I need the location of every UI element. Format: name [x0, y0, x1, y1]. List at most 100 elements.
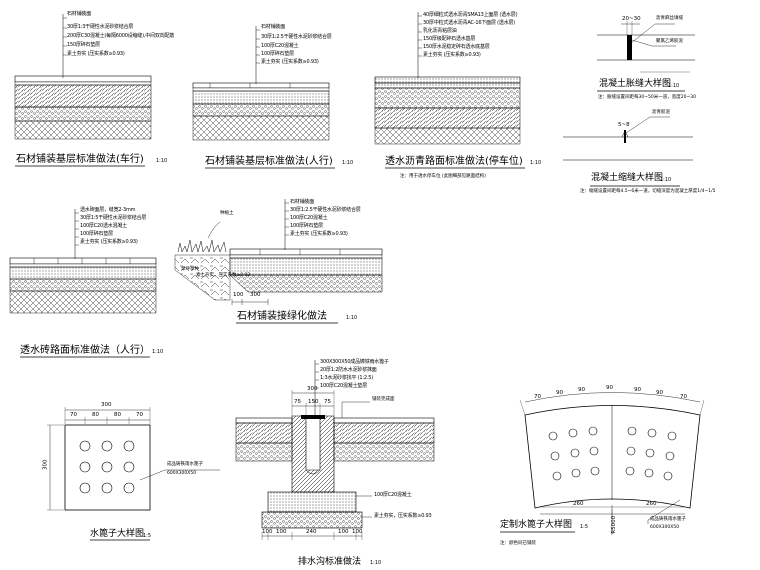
- d10-footnote: 注：颜色同已铺装: [500, 541, 536, 546]
- d6-layer-4: 100厚碎石垫层: [80, 231, 113, 237]
- d2-layer-3: 100厚C20混凝土: [261, 43, 299, 49]
- d3-section: [374, 12, 525, 169]
- d7-label-1: 种植土: [220, 211, 234, 216]
- d1-title: 石材铺装基层标准做法(车行): [16, 154, 144, 165]
- d9-bottom-dim-2: 100: [276, 529, 287, 535]
- d8-dim-4: 70: [136, 412, 143, 418]
- d9-title: 排水沟标准做法: [298, 557, 362, 567]
- d6-layer-1: 透水砖面层，缝宽2-3mm: [80, 207, 136, 213]
- d1-layer-5: 素土夯实 (压实系数≥0.93): [67, 51, 125, 57]
- d7-section: [174, 199, 383, 324]
- d10-top-dim-7: 70: [680, 394, 687, 400]
- d5-dim: 5~8: [618, 122, 630, 128]
- d3-layer-4: 150厚级配碎石透水基层: [423, 36, 476, 42]
- d9-layer-3: 1:3水泥砂浆找平 (1:2.5): [320, 375, 373, 381]
- d9-top-dim-1: 75: [294, 399, 301, 405]
- d8-label: 成品铸铁雨水篦子: [167, 462, 203, 467]
- d10-scale: 1:5: [580, 524, 589, 530]
- d4-note: 注：胀缝设置间距每30~50米一道，宽度20~30: [598, 95, 696, 100]
- d10-bottom-dim-1: 260: [573, 501, 584, 507]
- d2-layer-5: 素土夯实 (压实系数≥0.93): [261, 59, 319, 65]
- d7-layer-2: 30厚1:2.5干硬性水泥砂浆结合层: [290, 207, 361, 213]
- d1-scale: 1:10: [156, 158, 168, 164]
- d9-bottom-dim-1: 100: [262, 529, 273, 535]
- d4-section: [597, 21, 695, 92]
- d7-layer-3: 100厚C20混凝土: [290, 215, 328, 221]
- d6-layer-3: 100厚C20透水混凝土: [80, 223, 127, 229]
- d9-section: [235, 360, 435, 540]
- d10-title: 定制水篦子大样图: [500, 520, 573, 530]
- d10-section: [500, 392, 705, 535]
- d7-layer-5: 素土夯实 (压实系数≥0.93): [290, 231, 348, 237]
- d9-scale: 1:10: [370, 560, 382, 566]
- d2-layer-1: 石材铺装面: [261, 24, 286, 30]
- d9-top-dim-total: 300: [307, 386, 318, 392]
- d10-top-dim-2: 90: [556, 390, 563, 396]
- d7-scale: 1:10: [346, 315, 358, 321]
- d8-size: 600X300X50: [167, 471, 197, 476]
- d2-layer-4: 100厚碎石垫层: [261, 51, 294, 57]
- d8-dim-1: 70: [70, 412, 77, 418]
- d5-label-1: 沥青胶泥: [652, 110, 670, 115]
- d4-title: 混凝土胀缝大样图: [599, 79, 672, 89]
- d4-label-2: 聚氯乙烯胶泥: [656, 39, 683, 44]
- d3-layer-5: 150厚水泥稳定碎石透水底基层: [423, 44, 490, 50]
- d6-layer-5: 素土夯实 (压实系数≥0.93): [80, 239, 138, 245]
- d8-dim-3: 80: [114, 412, 121, 418]
- d10-top-dim-1: 70: [534, 394, 541, 400]
- d7-dim-1: 100: [233, 292, 244, 298]
- d9-bottom-dim-5: 100: [352, 529, 363, 535]
- d9-layer-4: 100厚C20混凝土垫层: [320, 383, 367, 389]
- d3-layer-6: 素土夯实 (压实系数≥0.93): [423, 52, 481, 58]
- d3-footnote: 注：用于透水停车位 (此图细部见路面结构): [400, 174, 486, 179]
- d9-layer-2: 20厚1:2防水水泥砂浆抹面: [320, 367, 377, 373]
- d5-section: [563, 116, 693, 187]
- d4-label-1: 沥青麻丝填缝: [656, 16, 683, 21]
- d10-bottom-dim-2: 260: [646, 501, 657, 507]
- d4-dim: 20~30: [622, 16, 641, 22]
- d10-top-dim-4: 90: [606, 385, 613, 391]
- d1-section: [14, 14, 152, 167]
- d7-layer-1: 石材铺装面: [290, 199, 315, 205]
- d9-bottom-layer-1: 100厚C20混凝土: [374, 492, 412, 498]
- d3-scale: 1:10: [530, 160, 542, 166]
- d5-title: 混凝土缩缝大样图: [591, 173, 664, 183]
- d1-layer-4: 150厚碎石垫层: [67, 42, 100, 48]
- d8-section: [47, 407, 220, 541]
- d10-top-dim-5: 90: [634, 387, 641, 393]
- d6-title: 透水砖路面标准做法（人行）: [20, 345, 150, 356]
- d9-bottom-dim-3: 240: [306, 529, 317, 535]
- d10-top-dim-3: 90: [578, 387, 585, 393]
- d6-section: [9, 209, 157, 358]
- d1-layer-3: 200厚C30混凝土(每隔6000设缩缝),中间双向配筋: [67, 33, 175, 39]
- d7-label-2: 草坪草种: [181, 267, 199, 272]
- d3-layer-2: 30厚中粒式透水沥青AC-16下面层 (透水层): [423, 20, 516, 26]
- d5-note: 注：缩缝设置间距每4.5~6米一道，切缝深度为混凝土厚度1/4~1/5: [580, 189, 716, 194]
- d10-top-dim-6: 90: [656, 390, 663, 396]
- d7-title: 石材铺装接绿化做法: [237, 311, 327, 322]
- d2-title: 石材铺装基层标准做法(人行): [205, 156, 333, 167]
- d3-layer-3: 乳化沥青粘层油: [423, 28, 457, 34]
- d10-vdim: R5000: [611, 515, 618, 534]
- d9-top-label: 铺装完成面: [372, 397, 395, 402]
- d5-scale: 1:10: [660, 177, 672, 183]
- d8-title: 水篦子大样图: [90, 529, 145, 539]
- d8-dim-total: 300: [101, 402, 112, 408]
- d2-scale: 1:10: [342, 160, 354, 166]
- d1-layer-2: 30厚1:3干硬性水泥砂浆结合层: [67, 24, 134, 30]
- d2-section: [192, 26, 335, 169]
- d10-size: 600X300X50: [650, 525, 680, 530]
- d4-scale: 1:10: [668, 83, 680, 89]
- d6-layer-2: 30厚1:5干硬性水泥砂浆结合层: [80, 215, 147, 221]
- d8-dim-2: 80: [92, 412, 99, 418]
- d8-vdim: 300: [42, 459, 49, 471]
- d2-layer-2: 30厚1:2.5干硬性水泥砂浆结合层: [261, 34, 332, 40]
- d9-bottom-layer-2: 素土夯实，压实系数≥0.93: [374, 513, 432, 519]
- d9-top-dim-2: 150: [308, 399, 319, 405]
- d7-label-3: 素土夯实，压实系数≥0.93: [196, 273, 251, 278]
- d9-top-dim-3: 75: [324, 399, 331, 405]
- d7-dim-2: 300: [250, 292, 261, 298]
- d8-scale: 1:5: [143, 533, 152, 539]
- d6-scale: 1:10: [152, 349, 164, 355]
